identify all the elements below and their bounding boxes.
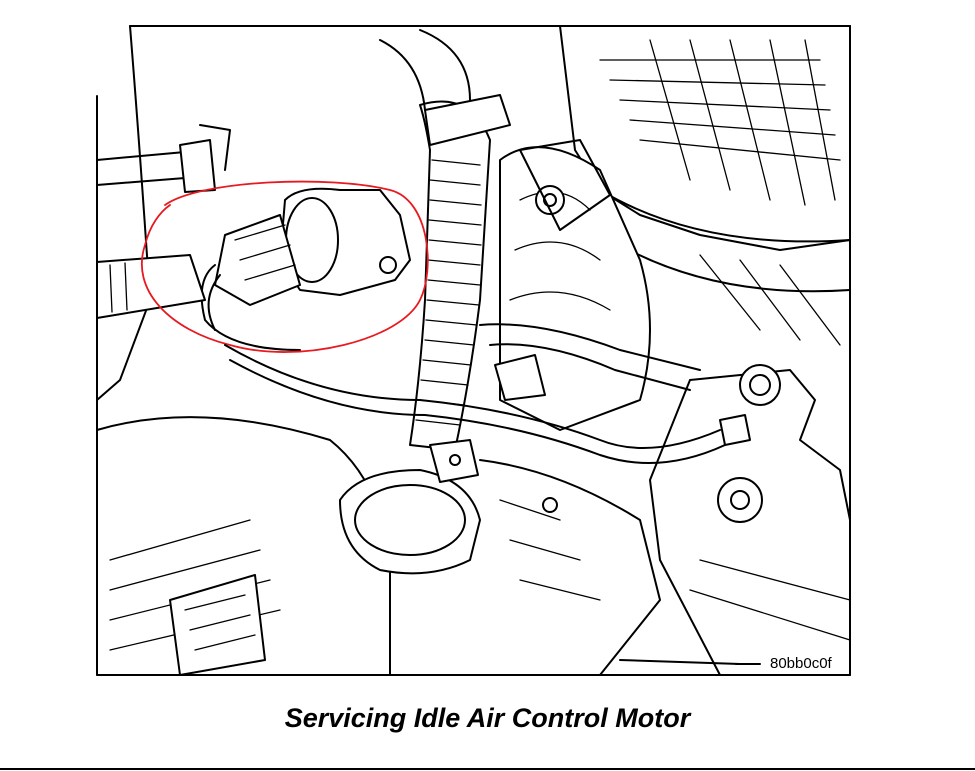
engine-block — [479, 459, 761, 676]
intake-pipe-left — [96, 254, 206, 319]
wiring-harness — [224, 323, 726, 464]
figure-caption: Servicing Idle Air Control Motor — [284, 703, 691, 733]
coolant-line — [96, 25, 231, 401]
hose-clamp — [339, 439, 481, 575]
idle-air-control-motor — [200, 187, 411, 351]
mounting-bracket — [649, 364, 851, 676]
throttle-body — [499, 139, 651, 431]
air-duct — [96, 416, 391, 676]
highlight-circle — [140, 180, 429, 353]
figure-reference-code: 80bb0c0f — [769, 655, 833, 673]
bottom-divider — [0, 768, 975, 770]
corrugated-hose — [379, 29, 511, 451]
